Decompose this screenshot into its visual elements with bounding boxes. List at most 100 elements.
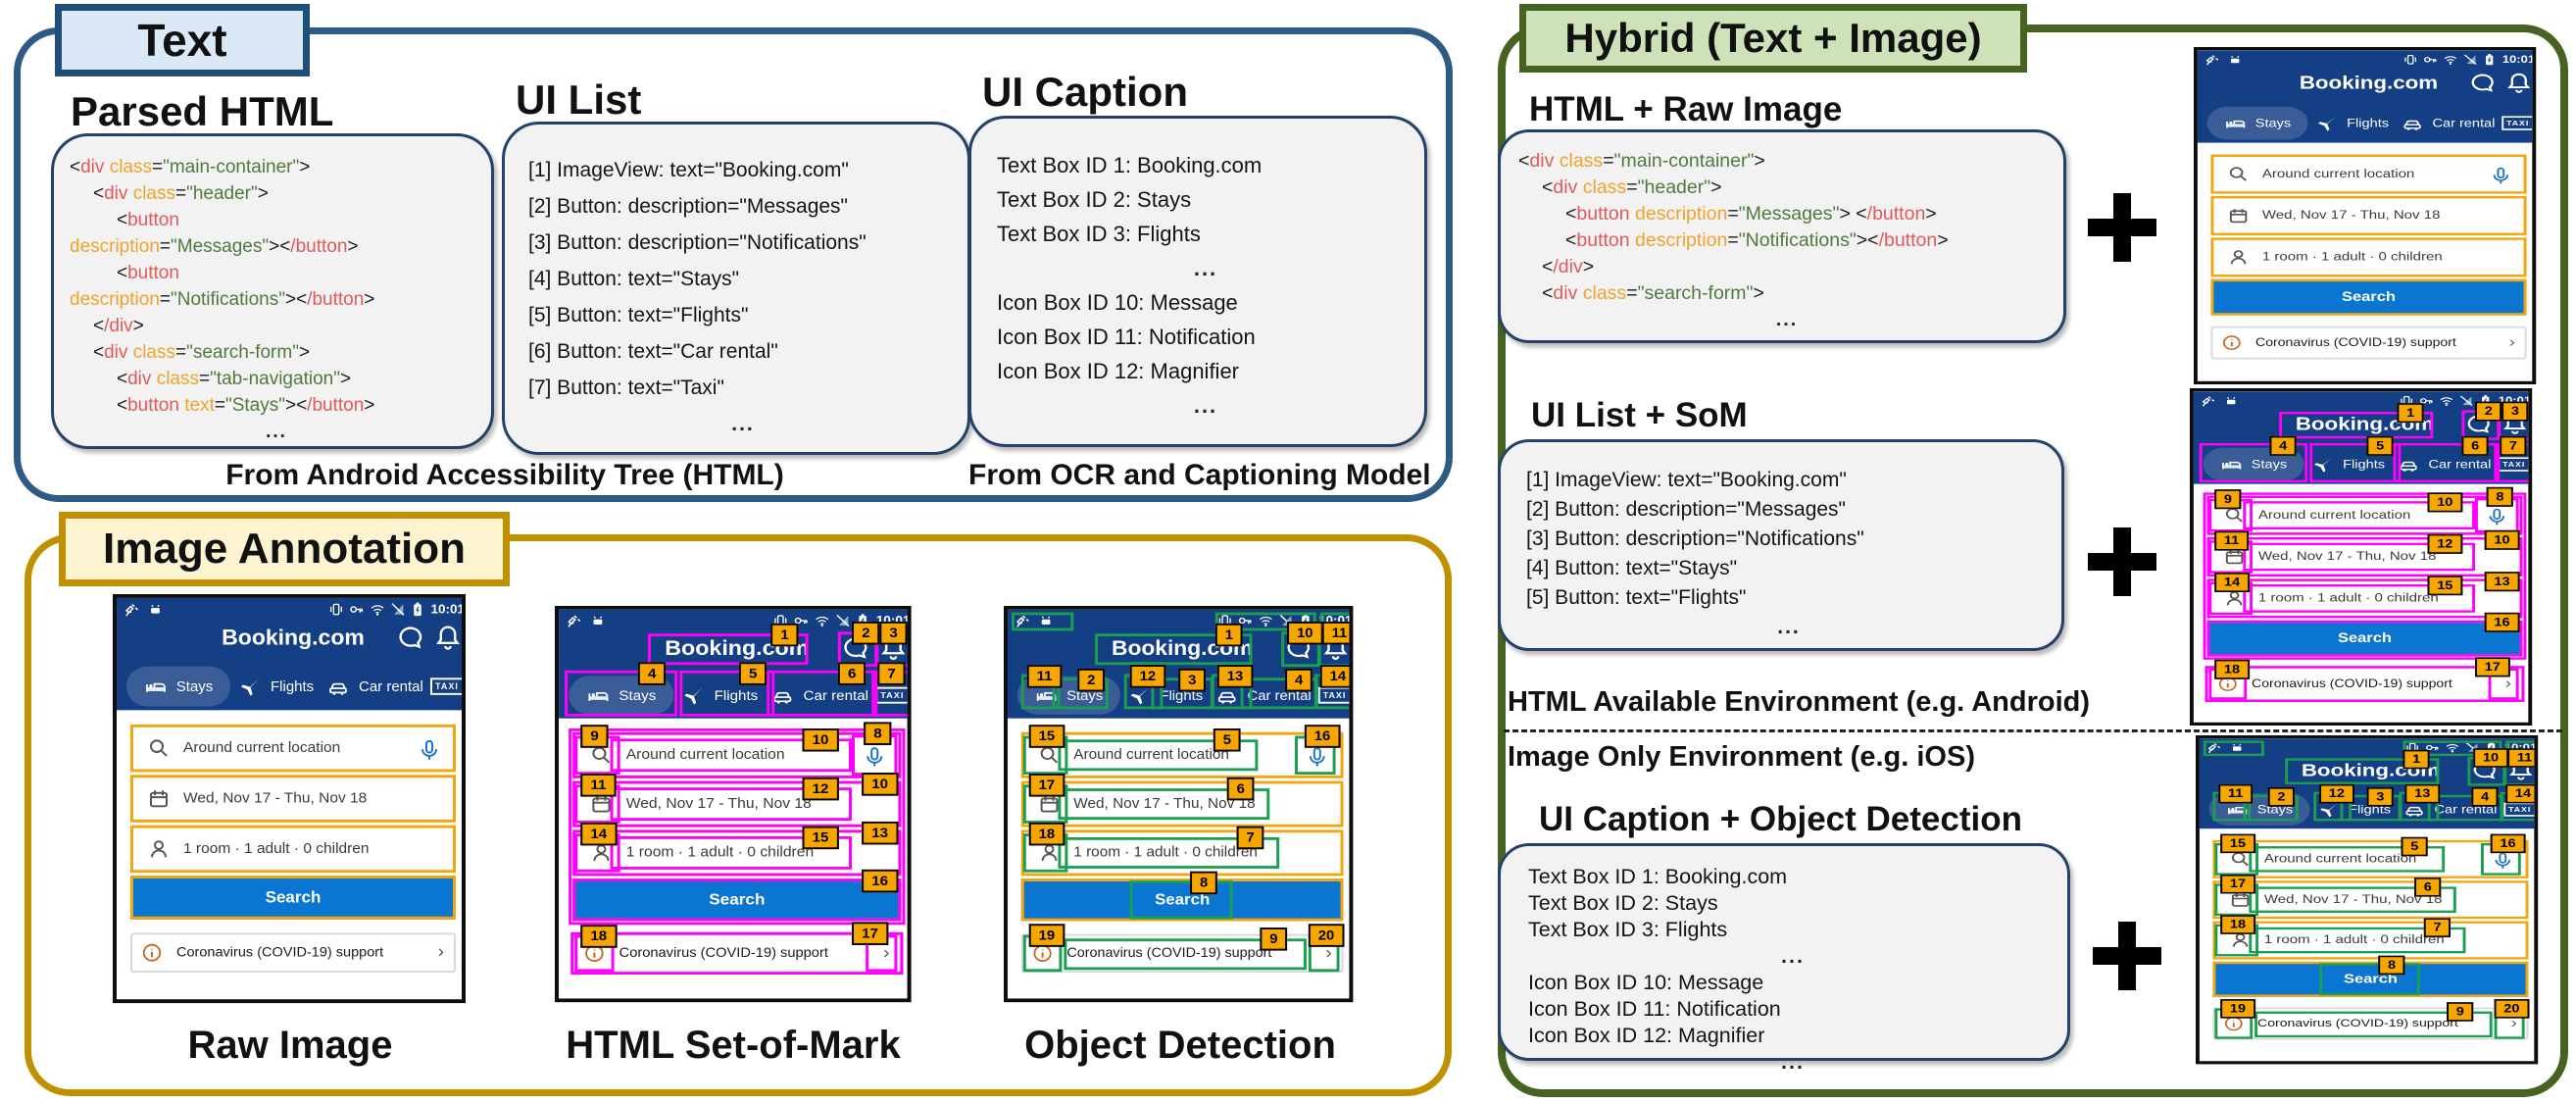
no-signal-icon [835, 614, 851, 628]
covid-support-row: Coronavirus (COVID-19) support› [2210, 326, 2527, 360]
dates-value: Wed, Nov 17 - Thu, Nov 18 [2261, 208, 2441, 223]
bed-icon [2224, 114, 2247, 132]
annotation-tag: 11 [580, 774, 617, 797]
status-time: 10:01 [2502, 53, 2536, 66]
hybrid-html-code-block: <div class="main-container"><div class="… [1498, 129, 2066, 343]
info-icon [141, 942, 163, 963]
annotation-box [2285, 758, 2440, 784]
annotation-box [2203, 740, 2264, 757]
ellipsis: ... [266, 422, 287, 442]
plane-icon [2317, 800, 2340, 819]
plus-icon [2093, 922, 2161, 990]
wifi-icon [815, 614, 830, 628]
bell-icon [432, 623, 462, 653]
bell-icon [2503, 71, 2532, 96]
dates-value: Wed, Nov 17 - Thu, Nov 18 [183, 789, 368, 807]
annotation-tag: 9 [2447, 1002, 2474, 1022]
section-text-badge-label: Text [137, 15, 227, 66]
code-line: <div class="header"> [1542, 176, 1722, 198]
annotation-box [2206, 537, 2523, 577]
ellipsis: ... [1777, 616, 1801, 638]
section-hybrid-badge-label: Hybrid (Text + Image) [1564, 15, 1982, 61]
annotation-box [2206, 578, 2523, 619]
annotation-tag: 14 [1319, 665, 1350, 688]
annotation-box [2206, 620, 2523, 657]
vibrate-icon [2403, 53, 2418, 66]
bed-icon [144, 675, 168, 697]
annotation-tag: 17 [852, 922, 889, 945]
annotation-box [1011, 612, 1074, 631]
annotation-tag: 18 [2220, 915, 2255, 934]
annotation-tag: 13 [862, 821, 899, 845]
magnifier-icon [147, 737, 171, 760]
tab-flights: Flights [238, 667, 314, 707]
annotation-tag: 15 [802, 826, 839, 850]
list-item: [5] Button: text="Flights" [1526, 586, 1747, 609]
caption-line: Text Box ID 2: Stays [1528, 891, 1718, 915]
occupancy-field: 1 room · 1 adult · 0 children [2210, 237, 2527, 277]
taxi-sign: TAXI [2502, 116, 2533, 130]
annotation-box [1095, 633, 1253, 666]
covid-support-label: Coronavirus (COVID-19) support [2255, 336, 2456, 349]
annotation-tag: 14 [2505, 783, 2535, 804]
code-line: <div class="main-container"> [70, 157, 311, 177]
annotation-tag: 10 [2427, 492, 2463, 513]
annotation-tag: 2 [1077, 668, 1106, 692]
annotation-tag: 20 [1308, 924, 1345, 947]
annotation-tag: 3 [2366, 787, 2395, 807]
plus-icon [2088, 527, 2156, 596]
dates-field: Wed, Nov 17 - Thu, Nov 18 [130, 775, 456, 823]
mic-icon [2486, 508, 2508, 526]
android-icon [1039, 614, 1054, 627]
destination-placeholder: Around current location [625, 746, 785, 763]
section-annotation-badge: Image Annotation [59, 512, 510, 586]
annotation-tag: 6 [2461, 435, 2489, 456]
annotation-box [570, 931, 904, 975]
destination-placeholder: Around current location [2261, 167, 2415, 180]
plane-icon [681, 684, 705, 707]
ui-list-block: [1] ImageView: text="Booking.com"[2] But… [502, 122, 970, 455]
annotation-tag: 6 [2414, 877, 2442, 897]
satellite-icon [567, 614, 583, 629]
annotation-tag: 15 [2220, 833, 2255, 854]
annotation-tag: 11 [2218, 783, 2254, 804]
person-icon [2229, 931, 2252, 950]
annotation-tag: 10 [1287, 621, 1323, 645]
annotation-box [610, 836, 852, 870]
magnifier-icon [2229, 850, 2252, 869]
annotation-tag: 13 [2404, 783, 2440, 804]
annotation-box [2319, 963, 2420, 996]
android-icon [2228, 54, 2243, 66]
annotation-tag: 14 [580, 822, 618, 846]
annotation-tag: 8 [864, 722, 892, 745]
occupancy-value: 1 room · 1 adult · 0 children [2263, 933, 2445, 947]
tab-car-rental: Car rental [326, 667, 423, 707]
wifi-icon [2439, 394, 2454, 407]
annotation-tag: 11 [1321, 621, 1350, 645]
hybrid-html-raw-title: HTML + Raw Image [1529, 90, 1843, 128]
code-line: <button description="Messages"> </button… [1565, 203, 1937, 225]
tab-flights-label: Flights [2343, 457, 2386, 472]
annotation-box [2204, 666, 2525, 702]
annotation-box [572, 829, 902, 877]
annotation-tag: 10 [2484, 529, 2520, 550]
annotation-tag: 8 [1190, 871, 1218, 895]
occupancy-value: 1 room · 1 adult · 0 children [625, 844, 815, 861]
covid-support-label: Coronavirus (COVID-19) support [1066, 945, 1272, 961]
tab-flights: Flights [2315, 107, 2389, 140]
annotation-box [2243, 501, 2475, 529]
list-item: [3] Button: description="Notifications" [528, 231, 867, 254]
chevron-right-icon: › [2510, 1015, 2517, 1031]
search-button: Search [130, 876, 456, 920]
plus-icon [2088, 193, 2156, 262]
section-text-badge: Text [55, 4, 310, 76]
ui-list-title: UI List [516, 76, 642, 123]
car-icon [2401, 114, 2423, 132]
caption-html-set-of-mark: HTML Set-of-Mark [566, 1024, 901, 1067]
satellite-icon [2205, 53, 2221, 67]
tab-taxi: TAXITaxi [430, 667, 462, 707]
caption-line: Icon Box ID 10: Message [1528, 971, 1764, 994]
